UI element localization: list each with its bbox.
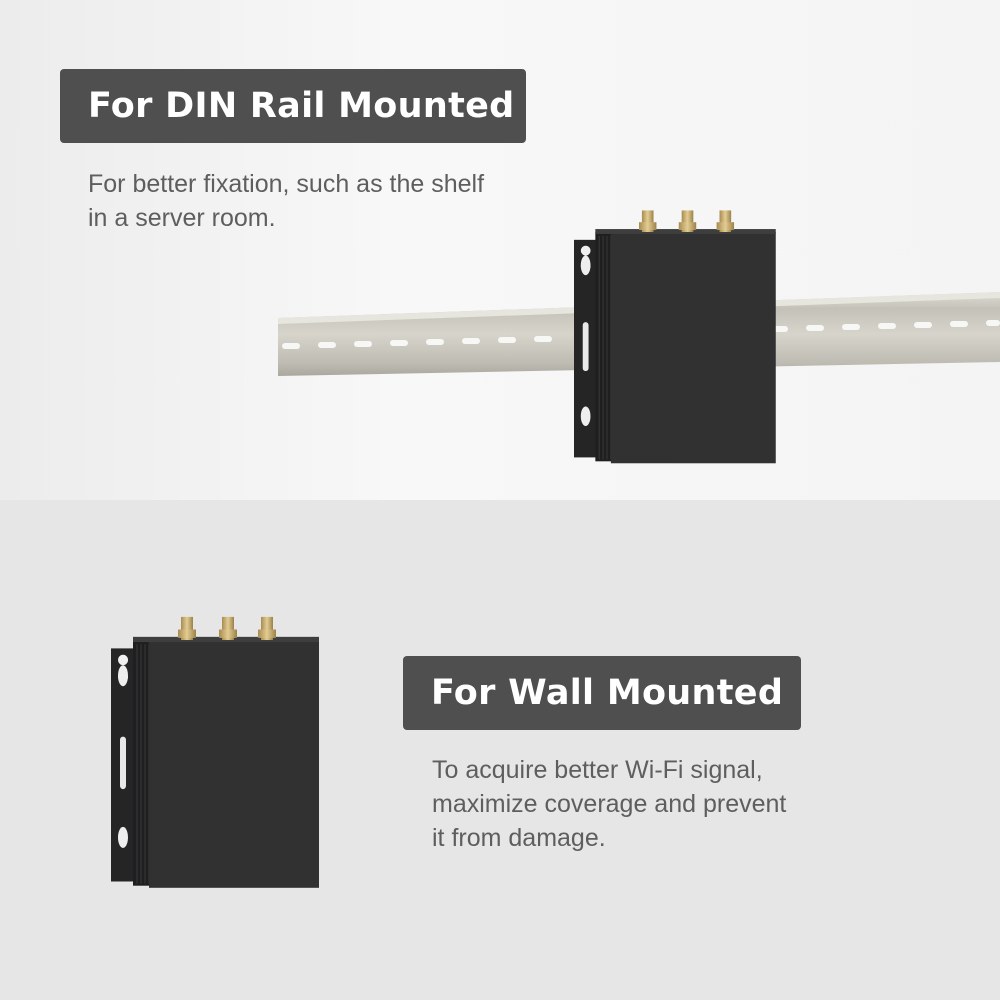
router-device-icon [110,616,320,889]
router-device-icon [573,209,777,464]
description-line: in a server room. [88,204,276,232]
wall-mount-description: To acquire better Wi-Fi signal, maximize… [432,753,786,855]
wall-mount-title: For Wall Mounted [403,656,801,730]
description-line: For better fixation, such as the shelf [88,170,485,198]
description-line: maximize coverage and prevent [432,790,787,818]
din-rail-description: For better fixation, such as the shelf i… [88,167,484,235]
description-line: it from damage. [432,824,606,852]
din-rail-title: For DIN Rail Mounted [60,69,526,143]
description-line: To acquire better Wi-Fi signal, [432,756,763,784]
